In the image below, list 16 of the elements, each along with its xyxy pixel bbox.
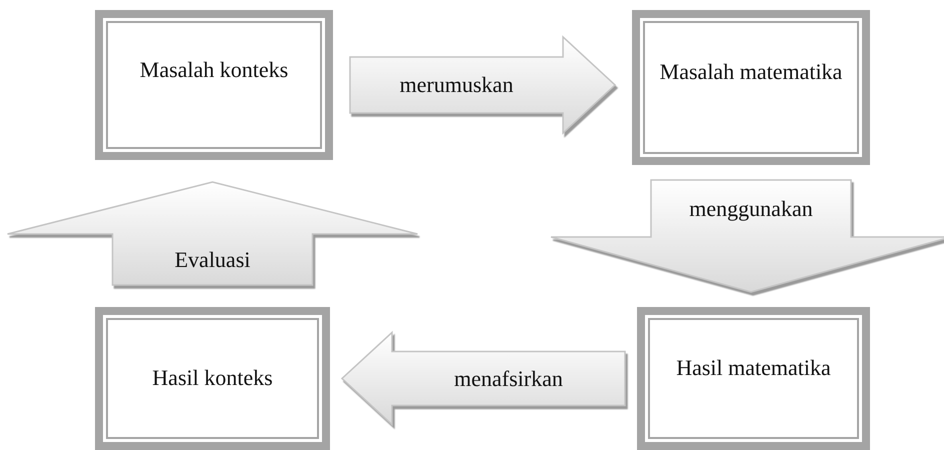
block-arrow — [349, 35, 616, 135]
block-arrow — [550, 179, 944, 293]
box-text: Hasil matematika — [676, 355, 831, 382]
process-box — [95, 10, 333, 160]
process-box — [637, 307, 870, 450]
block-arrow — [340, 330, 626, 426]
edge-label: merumuskan — [400, 72, 514, 98]
process-box — [95, 307, 330, 450]
box-text: Masalah matematika — [660, 59, 842, 86]
box-text: Hasil konteks — [152, 365, 273, 392]
edge-label: menafsirkan — [454, 366, 563, 392]
block-arrow — [6, 181, 418, 286]
edge-label: Evaluasi — [174, 246, 250, 272]
edge-label: menggunakan — [689, 196, 813, 222]
box-text: Masalah konteks — [140, 56, 288, 84]
process-box — [632, 10, 870, 165]
